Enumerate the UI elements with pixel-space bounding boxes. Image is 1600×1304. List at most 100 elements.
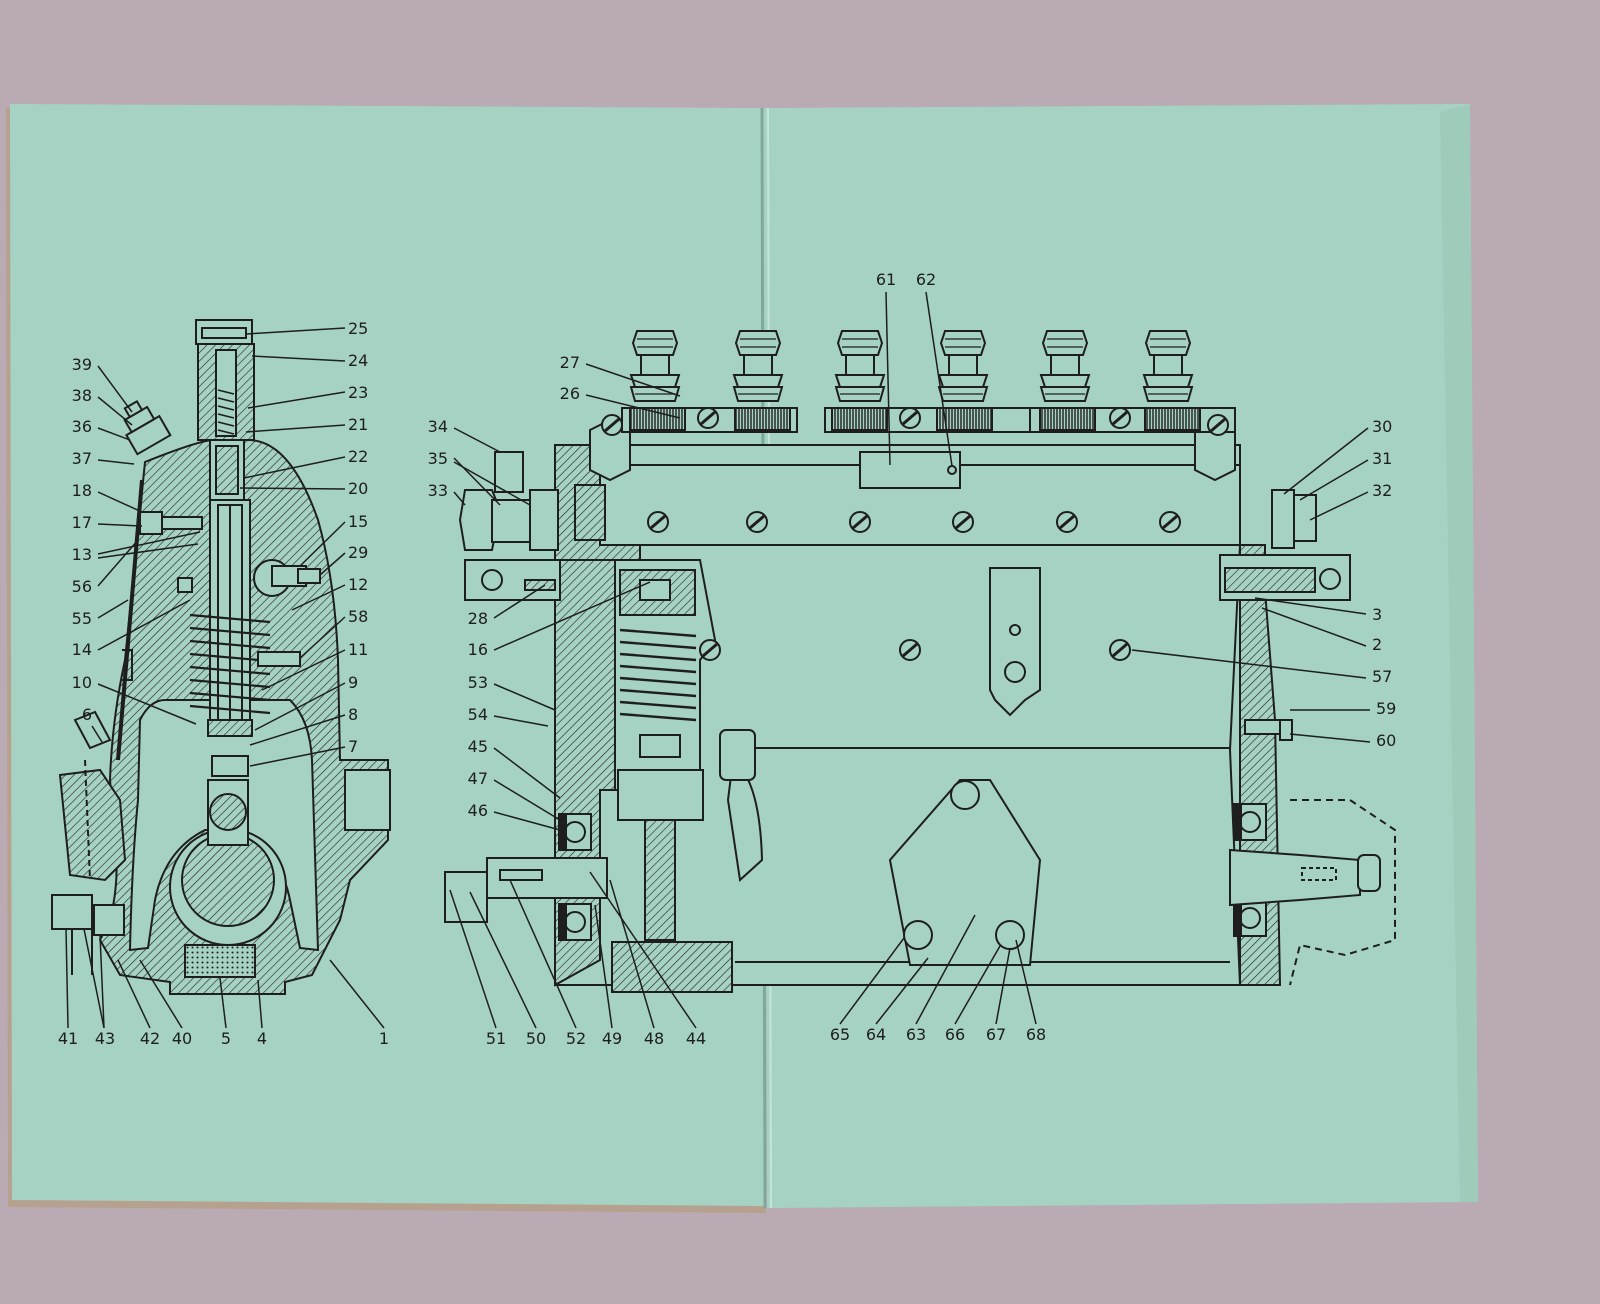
part-label-13: 13 [72,545,92,564]
leader-line-15 [299,521,346,567]
leader-line-63 [915,914,976,1025]
leader-line-24 [251,355,346,362]
leader-line-28 [493,584,546,619]
leader-line-43 [83,928,105,1029]
part-label-5: 5 [221,1029,231,1048]
leader-line-60 [1289,733,1371,743]
part-label-50: 50 [526,1029,546,1048]
part-label-1: 1 [379,1029,389,1048]
leader-line-43 [99,934,105,1029]
part-label-65: 65 [830,1025,850,1044]
part-label-2: 2 [1372,635,1382,654]
right-page-edge [1440,104,1478,1202]
part-label-6: 6 [82,705,92,724]
part-label-8: 8 [348,705,358,724]
part-label-4: 4 [257,1029,267,1048]
leader-line-10 [97,683,197,725]
leader-line-34 [453,427,501,453]
part-label-38: 38 [72,386,92,405]
leader-line-30 [1283,427,1369,495]
leader-line-68 [1015,939,1037,1025]
part-label-59: 59 [1376,699,1396,718]
leader-line-62 [925,291,953,467]
leader-line-9 [254,682,346,731]
part-label-12: 12 [348,575,368,594]
pump-front-drawing [444,407,1396,993]
part-label-14: 14 [72,640,92,659]
leader-line-35 [453,461,531,506]
part-label-37: 37 [72,449,92,468]
part-label-56: 56 [72,577,92,596]
part-label-15: 15 [348,512,368,531]
part-label-55: 55 [72,609,92,628]
part-label-45: 45 [468,737,488,756]
leader-line-18 [97,491,143,513]
leader-line-29 [319,552,346,576]
leader-line-14 [97,599,191,651]
leader-lines [65,291,1371,1029]
part-label-11: 11 [348,640,368,659]
part-label-20: 20 [348,479,368,498]
leader-line-26 [585,394,681,419]
leader-line-20 [239,487,346,490]
part-label-49: 49 [602,1029,622,1048]
part-label-53: 53 [468,673,488,692]
part-label-27: 27 [560,353,580,372]
part-label-46: 46 [468,801,488,820]
part-label-10: 10 [72,673,92,692]
leader-line-25 [245,327,346,335]
leader-line-49 [594,904,613,1029]
leader-line-31 [1299,459,1369,501]
leader-line-39 [97,365,133,413]
leader-line-23 [247,391,346,409]
leader-line-38 [97,396,133,426]
part-label-48: 48 [644,1029,664,1048]
leader-line-6 [91,725,103,743]
part-label-31: 31 [1372,449,1392,468]
part-label-35: 35 [428,449,448,468]
part-label-17: 17 [72,513,92,532]
leader-line-53 [493,683,556,711]
part-label-34: 34 [428,417,448,436]
leader-line-32 [1309,491,1369,521]
leader-line-13 [97,543,199,559]
leader-line-52 [509,879,577,1029]
leader-line-27 [585,363,681,397]
part-label-42: 42 [140,1029,160,1048]
part-label-54: 54 [468,705,488,724]
part-label-29: 29 [348,543,368,562]
leader-line-48 [609,879,655,1029]
leader-line-17 [97,523,143,527]
leader-line-11 [261,649,346,691]
leader-line-58 [299,616,346,659]
leader-line-65 [839,937,905,1025]
part-label-64: 64 [866,1025,886,1044]
leader-line-8 [249,714,346,746]
part-label-43: 43 [95,1029,115,1048]
leader-line-41 [65,927,69,1029]
part-label-66: 66 [945,1025,965,1044]
leader-line-22 [243,456,346,479]
leader-line-47 [493,779,561,821]
part-label-61: 61 [876,270,896,289]
part-label-9: 9 [348,673,358,692]
leader-line-42 [117,959,151,1029]
part-label-30: 30 [1372,417,1392,436]
leader-line-56 [97,539,139,587]
part-label-58: 58 [348,607,368,626]
part-label-60: 60 [1376,731,1396,750]
leader-line-40 [139,959,183,1029]
part-label-3: 3 [1372,605,1382,624]
part-label-67: 67 [986,1025,1006,1044]
cross-section-labels: 2524232122201529125811987393836371817135… [58,319,389,1048]
leader-line-54 [493,715,549,727]
part-label-57: 57 [1372,667,1392,686]
part-label-7: 7 [348,737,358,756]
part-label-23: 23 [348,383,368,402]
part-label-16: 16 [468,640,488,659]
part-label-62: 62 [916,270,936,289]
leader-line-1 [329,959,385,1029]
leader-line-4 [257,979,263,1029]
